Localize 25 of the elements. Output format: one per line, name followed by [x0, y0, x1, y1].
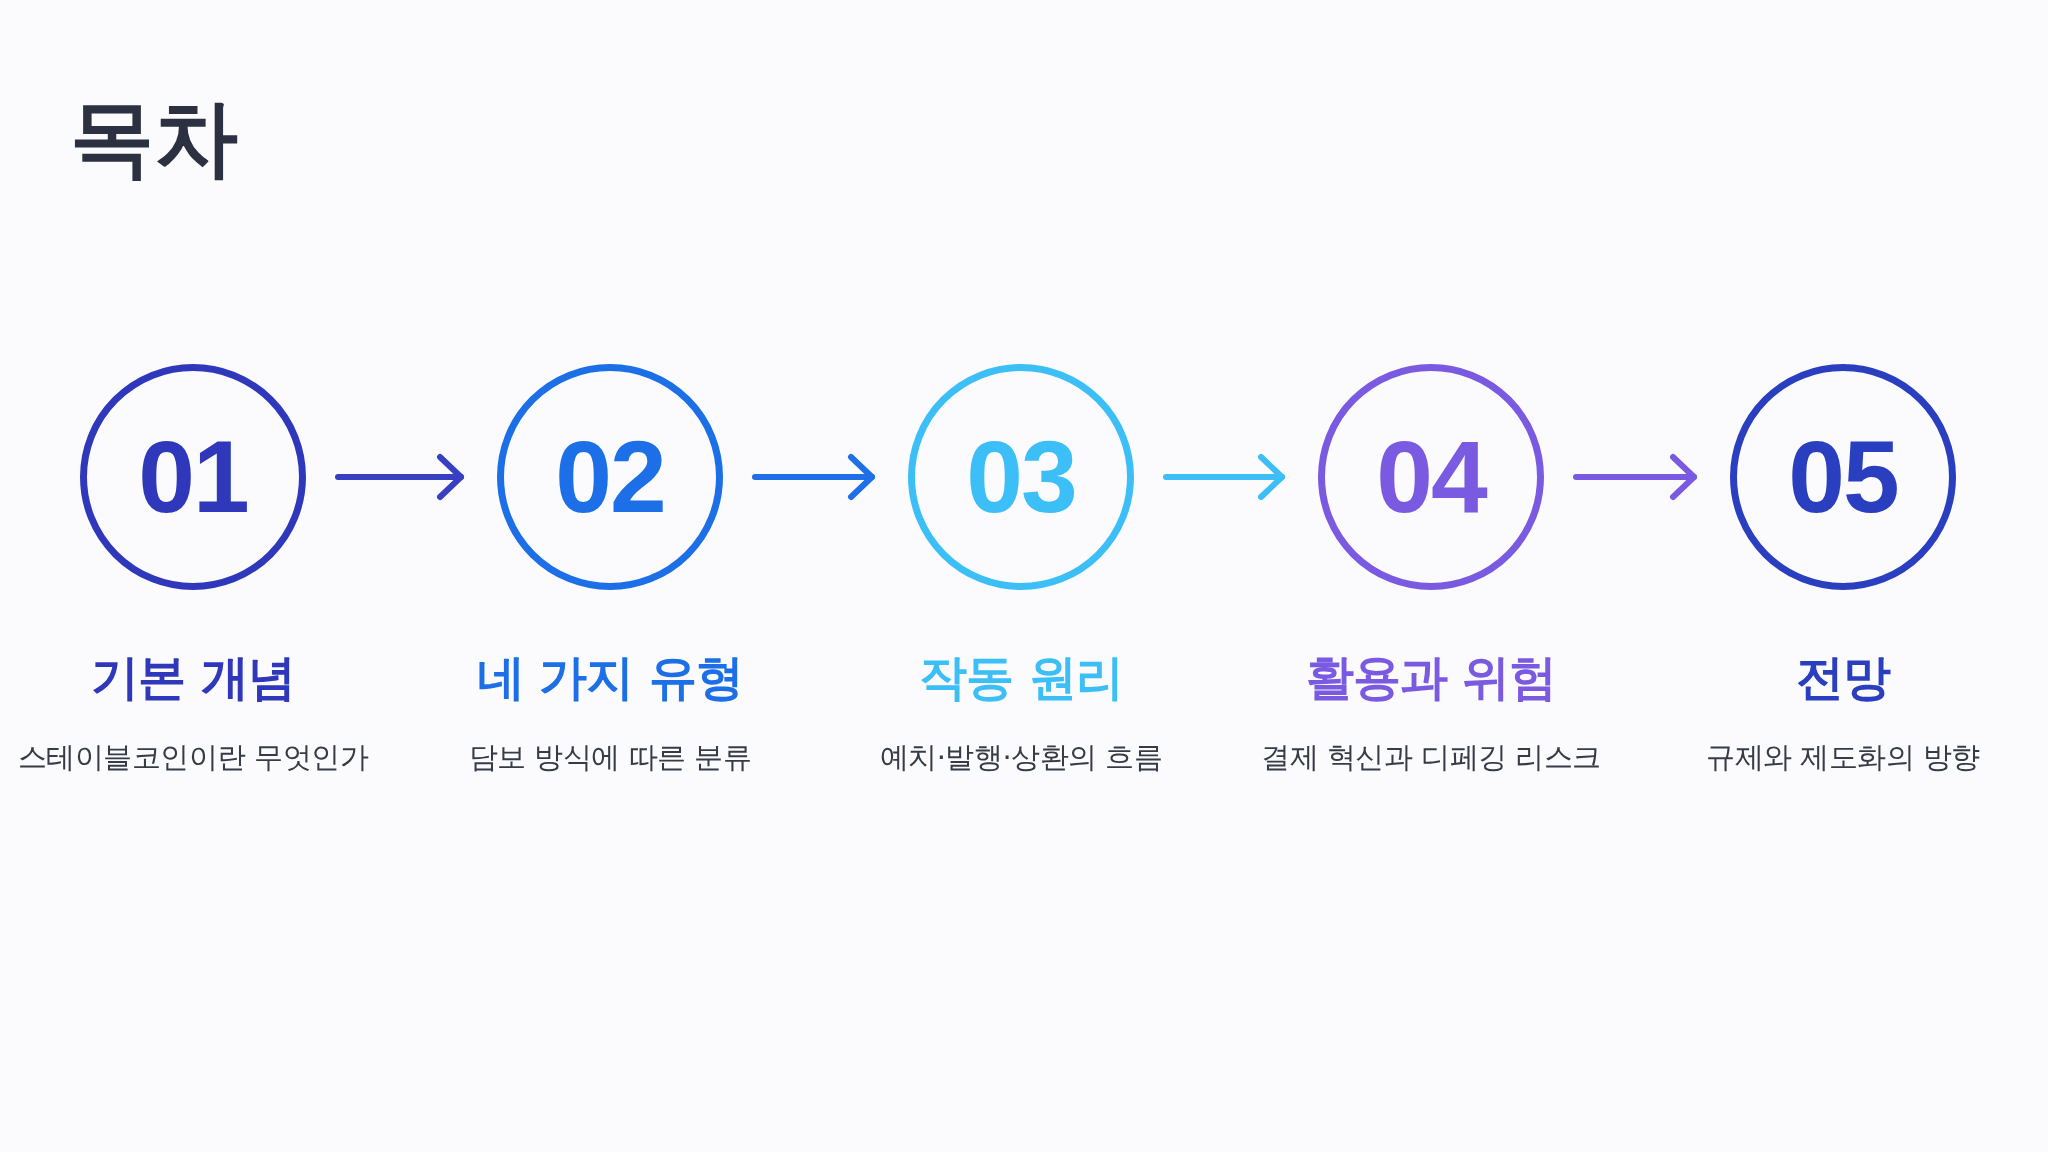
numbered-circle	[1318, 364, 1544, 590]
section-subtitle: 결제 혁신과 디페깅 리스크	[1260, 739, 1602, 775]
arrow	[1573, 454, 1697, 500]
section-heading: 작동 원리	[918, 649, 1124, 707]
arrow	[752, 454, 875, 500]
numbered-circle	[1730, 364, 1956, 590]
step-number: 04	[1376, 426, 1486, 528]
section-heading: 활용과 위험	[1304, 649, 1558, 707]
section-heading: 전망	[1795, 649, 1892, 707]
arrow	[1163, 454, 1285, 500]
numbered-circle	[908, 364, 1134, 590]
page-title: 목차	[70, 88, 238, 189]
section-subtitle: 규제와 제도화의 방향	[1705, 739, 1981, 775]
section-heading: 네 가지 유형	[475, 649, 745, 707]
step-number: 03	[966, 426, 1076, 528]
section-subtitle: 담보 방식에 따른 분류	[467, 739, 753, 775]
numbered-circle	[80, 364, 306, 590]
step-number: 02	[555, 426, 665, 528]
step-number: 01	[138, 426, 248, 528]
section-heading: 기본 개념	[90, 649, 296, 707]
section-subtitle: 예치·발행·상환의 흐름	[878, 739, 1164, 775]
step-number: 05	[1788, 426, 1898, 528]
section-subtitle: 스테이블코인이란 무엇인가	[16, 739, 370, 775]
numbered-circle	[497, 364, 723, 590]
arrow	[335, 454, 464, 500]
